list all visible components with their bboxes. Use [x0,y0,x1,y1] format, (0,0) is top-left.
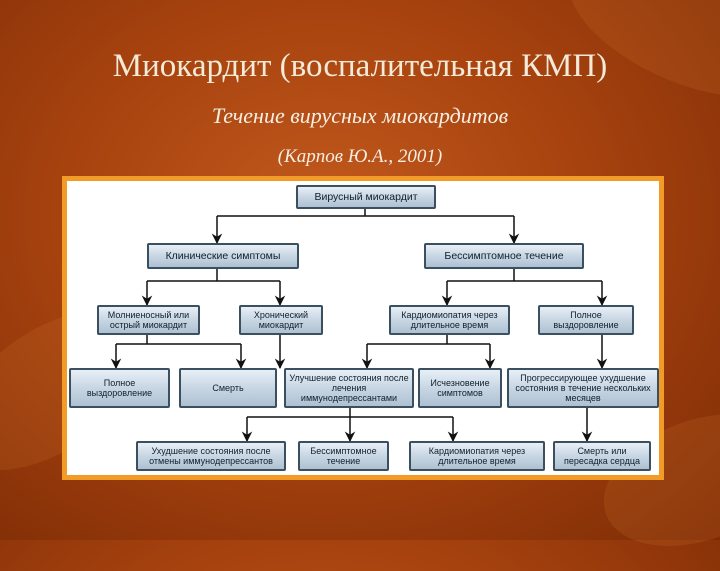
diagram-frame: Вирусный миокардит Клинические симптомы … [62,176,664,480]
node-viral-myocarditis: Вирусный миокардит [296,185,436,209]
node-fulminant-acute: Молниеносный или острый миокардит [97,305,200,335]
node-clinical-symptoms: Клинические симптомы [147,243,299,269]
node-full-recovery-2: Полное выздоровление [538,305,634,335]
node-cardiomyopathy-late: Кардиомиопатия через длительное время [389,305,510,335]
node-worsening-after-withdrawal: Ухудшение состояния после отмены иммунод… [136,441,286,471]
node-chronic: Хронический миокардит [239,305,323,335]
node-full-recovery-1: Полное выздоровление [69,368,170,408]
node-cardiomyopathy-late-2: Кардиомиопатия через длительное время [409,441,545,471]
node-symptoms-gone: Исчезновение симптомов [418,368,502,408]
node-asymptomatic: Бессимптомное течение [424,243,584,269]
slide-subtitle: Течение вирусных миокардитов [211,103,509,128]
node-asymptomatic-course: Бессимптомное течение [298,441,389,471]
node-death: Смерть [179,368,277,408]
node-improvement: Улучшение состояния после лечения иммуно… [284,368,414,408]
node-progressive-worsening: Прогрессирующее ухудшение состояния в те… [507,368,659,408]
diagram-panel: Вирусный миокардит Клинические симптомы … [67,181,659,475]
slide-source: (Карпов Ю.А., 2001) [277,146,443,167]
slide-title: Миокардит (воспалительная КМП) [112,48,608,84]
node-death-or-transplant: Смерть или пересадка сердца [553,441,651,471]
flow-connectors [110,209,608,443]
